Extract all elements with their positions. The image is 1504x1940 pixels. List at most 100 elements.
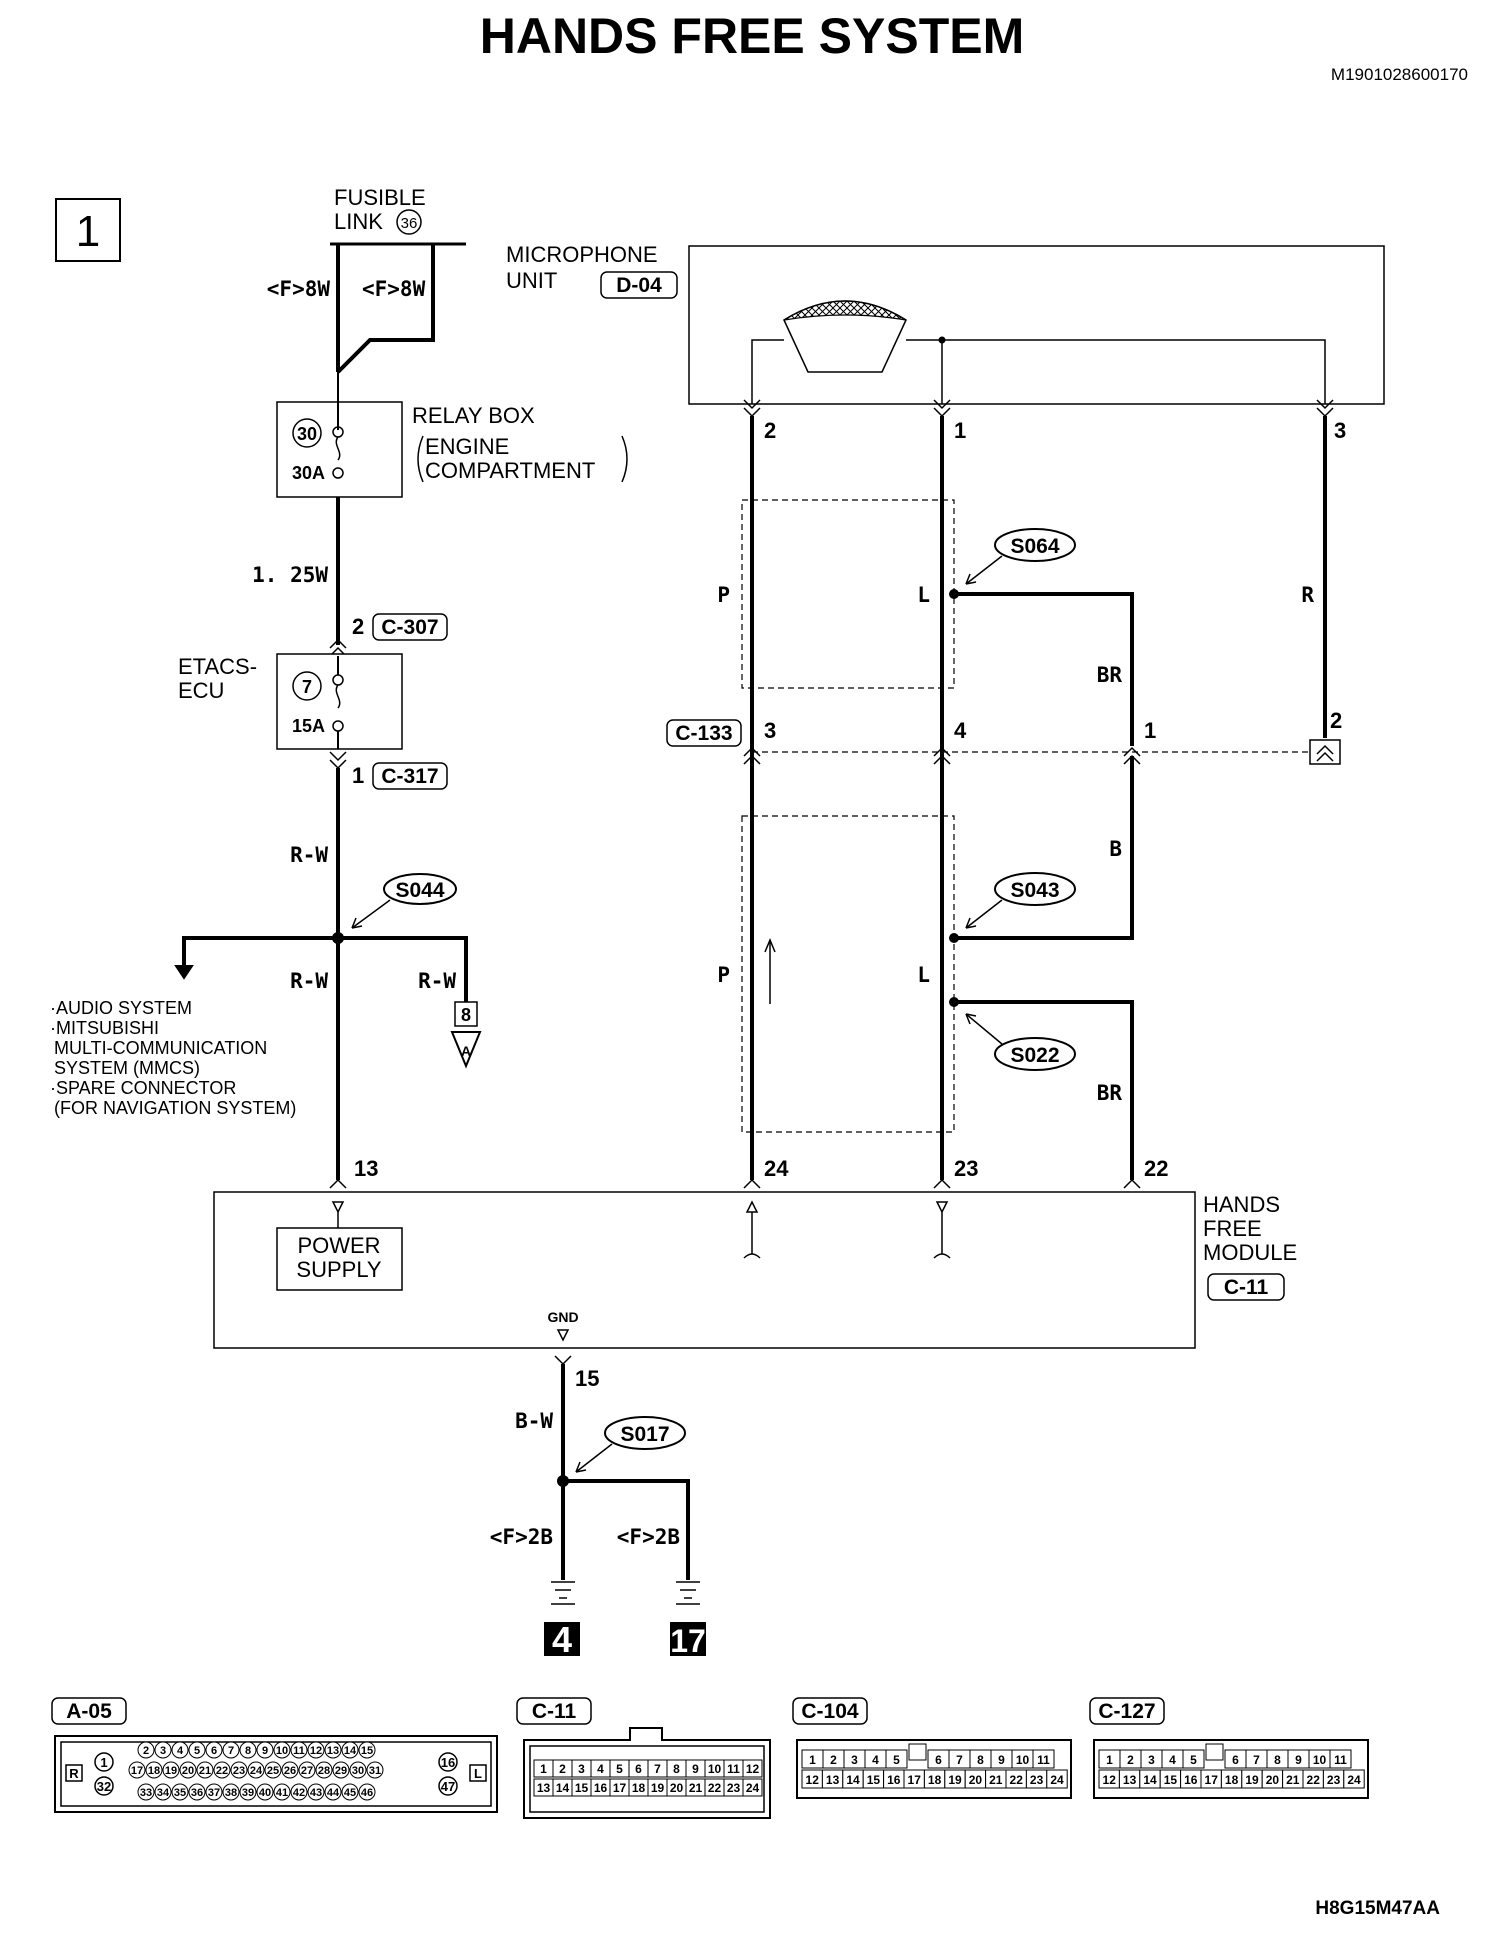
a05-pin: 10 <box>276 1745 288 1757</box>
ground-ref-2-box <box>670 1622 706 1656</box>
a05-left-mark: R <box>69 1766 79 1781</box>
c127-pin: 16 <box>1184 1773 1198 1787</box>
c11-label: C-11 <box>532 1700 577 1723</box>
splice-s044-pointer-head <box>351 917 363 929</box>
c104-pin: 1 <box>809 1753 816 1767</box>
c104-pin: 8 <box>977 1753 984 1767</box>
c104-pin: 16 <box>887 1773 901 1787</box>
c11-pin: 15 <box>575 1781 589 1795</box>
a05-pin-circle <box>128 1761 146 1779</box>
c11-pin: 5 <box>616 1762 623 1776</box>
c11-inner <box>529 1745 765 1813</box>
a05-pin-circle <box>341 1783 359 1801</box>
splice-s044-label: S044 <box>395 879 444 902</box>
a05-pin-circle <box>179 1761 197 1779</box>
module-pin13-inner-terminal <box>331 1201 345 1214</box>
a05-pin-circle <box>162 1761 180 1779</box>
etacs-label-1: ETACS- <box>178 654 257 679</box>
a05-pin-16: 16 <box>441 1755 455 1770</box>
module-gnd-label: GND <box>547 1309 578 1325</box>
microphone-label-2: UNIT <box>506 268 557 293</box>
c133-pin3: 3 <box>764 718 776 743</box>
c11-pin: 12 <box>746 1762 760 1776</box>
relay-box-paren-right <box>621 435 628 483</box>
module-pin23-mark <box>933 1178 951 1189</box>
wire-f8w-b <box>336 244 435 374</box>
c307-pin: 2 <box>352 614 364 639</box>
c127-pin: 11 <box>1334 1753 1347 1767</box>
module-pin15-mark <box>554 1355 572 1366</box>
c11-pin: 3 <box>578 1762 585 1776</box>
power-supply-box <box>276 1227 403 1291</box>
a05-pin: 13 <box>327 1745 339 1757</box>
splice-s022-pointer <box>965 1013 1003 1045</box>
page-number-box <box>55 198 121 262</box>
a05-pin: 35 <box>174 1787 186 1799</box>
a05-pin: 40 <box>259 1787 271 1799</box>
c133-label: C-133 <box>675 722 732 745</box>
footer-code: H8G15M47AA <box>1315 1898 1440 1919</box>
etacs-fuse-element <box>335 684 341 709</box>
c127-pin: 8 <box>1274 1753 1281 1767</box>
shield-box-lower <box>741 815 955 1133</box>
module-connector: C-11 <box>1224 1276 1269 1299</box>
wire-label-f2b-b: <F>2B <box>617 1525 680 1549</box>
a05-pin: 5 <box>194 1745 200 1757</box>
c104-pin: 18 <box>928 1773 942 1787</box>
c11-pin: 24 <box>746 1781 760 1795</box>
a05-pin: 14 <box>344 1745 357 1757</box>
a05-pin-circle <box>273 1783 291 1801</box>
relay-box-fuse-element <box>335 436 341 461</box>
a05-pin-circle <box>154 1783 172 1801</box>
c11-pin: 16 <box>594 1781 608 1795</box>
module-pin23: 23 <box>954 1156 978 1181</box>
c127-pin: 20 <box>1266 1773 1280 1787</box>
splice-s064-pointer <box>965 555 1003 585</box>
a05-pin-circle <box>171 1741 189 1759</box>
c127-pin: 4 <box>1169 1753 1176 1767</box>
etacs-fuse-no: 7 <box>302 677 312 697</box>
module-label-3: MODULE <box>1203 1240 1297 1265</box>
c11-pin: 14 <box>556 1781 570 1795</box>
c127-pin: 3 <box>1148 1753 1155 1767</box>
a05-pin-circle <box>324 1783 342 1801</box>
c127-label-box <box>1089 1697 1165 1725</box>
splice-s022-oval <box>994 1037 1076 1071</box>
relay-box-label-3: COMPARTMENT <box>425 458 595 483</box>
a05-pin: 2 <box>143 1745 149 1757</box>
c104-pin: 20 <box>969 1773 983 1787</box>
c133-pin4-mark <box>933 746 951 765</box>
c11-pin: 17 <box>613 1781 627 1795</box>
a05-pin-circle <box>307 1783 325 1801</box>
ground-ref-1-box <box>544 1622 580 1656</box>
c127-pin-cell <box>1329 1749 1352 1769</box>
c127-key-slot <box>1205 1743 1224 1761</box>
c133-label-box <box>666 719 742 747</box>
etacs-fuse-amp: 15A <box>292 716 325 736</box>
mic-pin-3: 3 <box>1334 418 1346 443</box>
wire-label-p-1: P <box>717 583 730 607</box>
a05-pin: 27 <box>301 1765 313 1777</box>
c317-terminal-mark <box>329 751 347 770</box>
a05-inner <box>60 1741 492 1807</box>
wire-label-rw-1: R-W <box>290 843 328 867</box>
a05-pin-47: 47 <box>441 1779 455 1794</box>
c127-pin: 15 <box>1164 1773 1178 1787</box>
c11-pin: 10 <box>708 1762 722 1776</box>
c317-pin: 1 <box>352 763 364 788</box>
wire-f2b-b <box>563 1479 690 1580</box>
a05-pin: 24 <box>250 1765 263 1777</box>
a05-pin: 30 <box>352 1765 364 1777</box>
relay-box-paren-left <box>417 435 424 483</box>
a05-pin-circle <box>298 1761 316 1779</box>
ground-symbol-1 <box>551 1581 575 1605</box>
splice-s043-pointer <box>965 899 1003 929</box>
wire-label-f8w-b: <F>8W <box>362 277 426 301</box>
a05-pin: 39 <box>242 1787 254 1799</box>
splice-s022-pointer-head <box>965 1013 977 1025</box>
a05-right-mark: L <box>474 1766 482 1781</box>
a05-pin-circle <box>315 1761 333 1779</box>
a05-pin: 44 <box>327 1787 340 1799</box>
c133-pin1: 1 <box>1144 718 1156 743</box>
